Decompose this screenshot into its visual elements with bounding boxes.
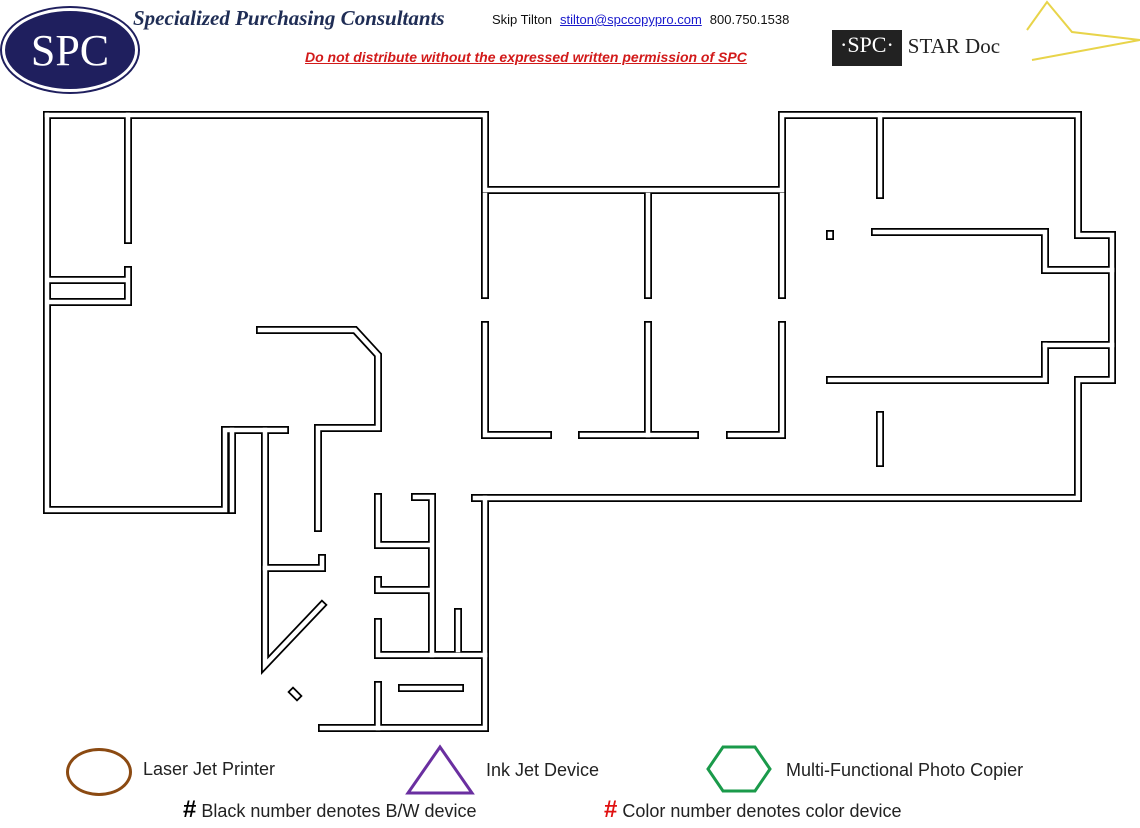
walls-outline	[47, 115, 1112, 728]
star-logo-left: ·SPC·	[832, 30, 902, 66]
star-doc-logo: ·SPC· STAR Doc	[832, 30, 1006, 66]
walls-fill	[47, 115, 1112, 728]
phone-number: 800.750.1538	[709, 12, 790, 27]
spc-logo: SPC	[2, 8, 138, 92]
laser-jet-circle-icon	[66, 748, 132, 796]
bw-note-label: Black number denotes B/W device	[201, 801, 477, 821]
color-hash-icon: #	[604, 796, 618, 823]
star-logo-right: STAR Doc	[907, 34, 1001, 58]
legend-color-note: # Color number denotes color device	[604, 796, 902, 824]
bw-hash-icon: #	[183, 796, 197, 823]
contact-info: Skip Tilton stilton@spccopypro.com 800.750…	[492, 12, 789, 27]
star-icon	[1026, 0, 1140, 61]
copier-hexagon-icon	[706, 745, 772, 793]
distribution-warning: Do not distribute without the expressed …	[305, 49, 747, 65]
legend-bw-note: # Black number denotes B/W device	[183, 796, 477, 824]
color-note-label: Color number denotes color device	[622, 801, 902, 821]
floor-plan	[0, 90, 1140, 740]
legend-mfp-label: Multi-Functional Photo Copier	[786, 760, 1024, 780]
ink-jet-triangle-icon	[405, 744, 475, 795]
contact-name: Skip Tilton	[492, 12, 552, 27]
legend-inkjet-label: Ink Jet Device	[486, 760, 600, 780]
legend-laser-label: Laser Jet Printer	[143, 759, 276, 779]
company-name: Specialized Purchasing Consultants	[133, 6, 445, 30]
email-link[interactable]: stilton@spccopypro.com	[559, 12, 702, 27]
